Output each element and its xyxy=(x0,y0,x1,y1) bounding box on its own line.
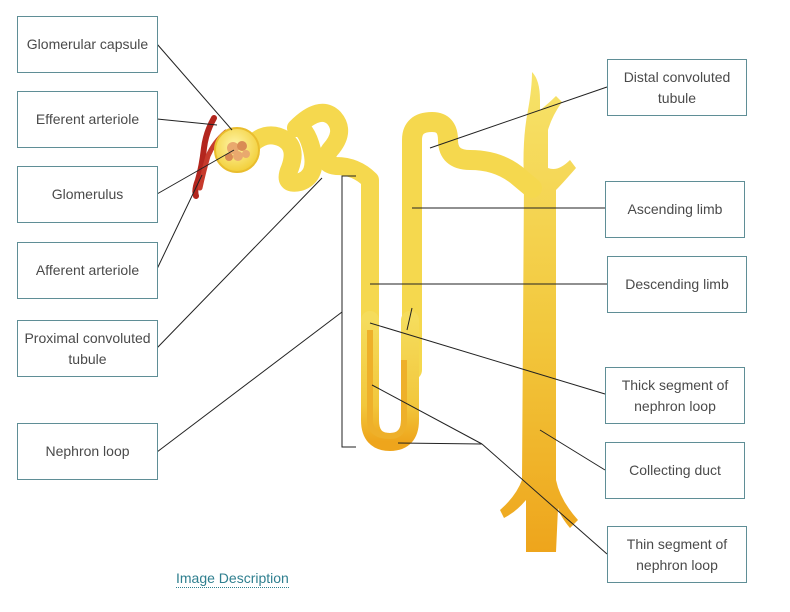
leader-lines xyxy=(156,43,608,555)
label-thin-segment: Thin segment of nephron loop xyxy=(607,526,747,583)
distal-tubule-shape xyxy=(402,111,542,380)
label-efferent-arteriole: Efferent arteriole xyxy=(17,91,158,148)
nephron-loop-bracket xyxy=(341,175,356,448)
label-descending-limb: Descending limb xyxy=(607,256,747,313)
label-glomerular-capsule: Glomerular capsule xyxy=(17,16,158,73)
image-description-link[interactable]: Image Description xyxy=(176,570,289,588)
collecting-duct-shape xyxy=(500,72,578,552)
label-thick-segment: Thick segment of nephron loop xyxy=(605,367,745,424)
glomerulus-shape xyxy=(225,141,250,161)
label-proximal-convoluted-tubule: Proximal convoluted tubule xyxy=(17,320,158,377)
label-collecting-duct: Collecting duct xyxy=(605,442,745,499)
label-glomerulus: Glomerulus xyxy=(17,166,158,223)
label-nephron-loop: Nephron loop xyxy=(17,423,158,480)
label-distal-convoluted-tubule: Distal convoluted tubule xyxy=(607,59,747,116)
label-ascending-limb: Ascending limb xyxy=(605,181,745,238)
proximal-tubule-shape xyxy=(241,103,379,329)
label-afferent-arteriole: Afferent arteriole xyxy=(17,242,158,299)
